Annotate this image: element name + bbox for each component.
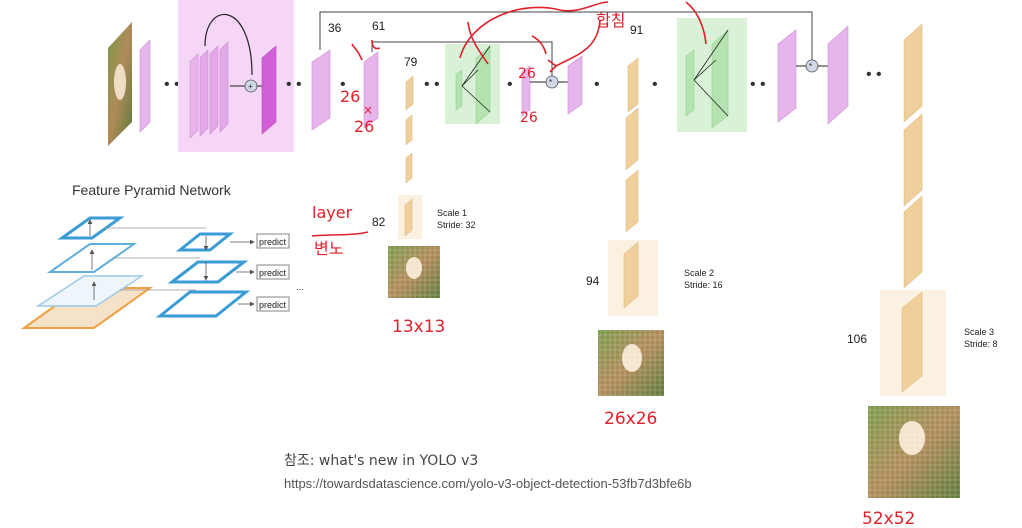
output-image-26x26 [598,330,664,396]
predict-label: predict [259,268,287,278]
scale1-label: Scale 1 [437,208,467,218]
upsample-block [677,18,747,132]
annot-13x13: 13x13 [392,317,445,337]
dots: • [594,76,600,93]
reference-url[interactable]: https://towardsdatascience.com/yolo-v3-o… [284,476,692,491]
annot-change: 변노 [314,239,343,258]
scale3-label: Scale 3 [964,327,994,337]
predict-box [256,264,290,280]
label-94: 94 [586,274,600,288]
skip-connection-61 [371,41,553,76]
tan-layer [627,57,639,113]
layer-block [139,39,151,133]
predict-box [256,296,290,312]
layer-block [567,55,583,115]
predict-label: predict [259,300,287,310]
scale2-stride: Stride: 16 [684,280,723,290]
residual-block: + [178,0,294,152]
layer-block [827,25,849,125]
annot-52x52: 52x52 [862,509,915,528]
predict-box [256,233,290,249]
detection-head-2 [608,107,658,316]
dots: • • [750,76,766,93]
layer-block [777,29,797,123]
skip-connection-36 [319,11,813,60]
detection-head-3 [880,23,946,396]
upsample-block [445,44,500,125]
handwritten-annotations [311,1,707,237]
dots: • • [866,66,882,83]
predict-label: predict [259,237,287,247]
layer-61 [363,51,379,129]
annot-layer: layer [312,203,353,222]
dots: • [507,76,513,93]
dots: • [340,76,346,93]
input-image [108,22,132,146]
label-106: 106 [847,332,867,346]
fpn-ellipsis: ... [296,282,304,292]
dots: • [652,76,658,93]
fpn-title: Feature Pyramid Network [72,182,232,198]
label-91: 91 [630,23,644,37]
annot-26-bottom: 26 [354,117,374,136]
dots: • • [164,76,180,93]
annot-merge: 합침 [596,11,625,30]
dots: • • [286,76,302,93]
tan-layer [405,75,414,111]
svg-text:*: * [549,78,552,87]
label-36: 36 [328,21,342,35]
label-79: 79 [404,55,418,69]
label-82: 82 [372,215,386,229]
scale1-stride: Stride: 32 [437,220,476,230]
svg-text:*: * [809,62,812,71]
output-image-52x52 [868,406,960,498]
reference-title: 참조: what's new in YOLO v3 [284,453,479,469]
svg-text:+: + [248,82,253,91]
annot-26-top: 26 [340,87,360,106]
annot-26-right-top: 26 [518,66,536,82]
label-61: 61 [372,19,386,33]
detection-head-1 [398,114,422,239]
dots: • • [424,76,440,93]
output-image-13x13 [388,246,440,298]
scale2-label: Scale 2 [684,268,714,278]
fpn-diagram [20,216,255,329]
annot-times: × [363,103,373,117]
layer-block [521,65,531,117]
scale3-stride: Stride: 8 [964,339,998,349]
annot-26-right-bottom: 26 [520,110,538,126]
annot-26x26: 26x26 [604,409,657,429]
layer-36 [311,49,331,131]
